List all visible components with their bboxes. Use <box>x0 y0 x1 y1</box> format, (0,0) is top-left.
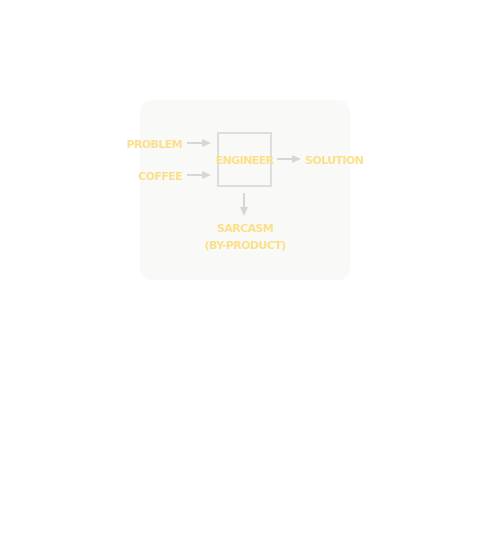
output-label-solution: SOLUTION <box>305 154 364 167</box>
arrow-coffee-to-engineer <box>187 171 211 179</box>
byproduct-label: SARCASM <box>217 222 273 235</box>
diagram-background <box>140 100 350 280</box>
arrow-problem-to-engineer <box>187 139 211 147</box>
input-label-problem: PROBLEM <box>126 138 182 151</box>
arrow-engineer-to-byproduct <box>240 193 248 216</box>
arrow-engineer-to-solution <box>277 155 301 163</box>
byproduct-note: (BY-PRODUCT) <box>204 239 286 252</box>
input-label-coffee: COFFEE <box>138 170 182 183</box>
engineer-label: ENGINEER <box>216 154 275 167</box>
engineer-box <box>217 132 272 187</box>
